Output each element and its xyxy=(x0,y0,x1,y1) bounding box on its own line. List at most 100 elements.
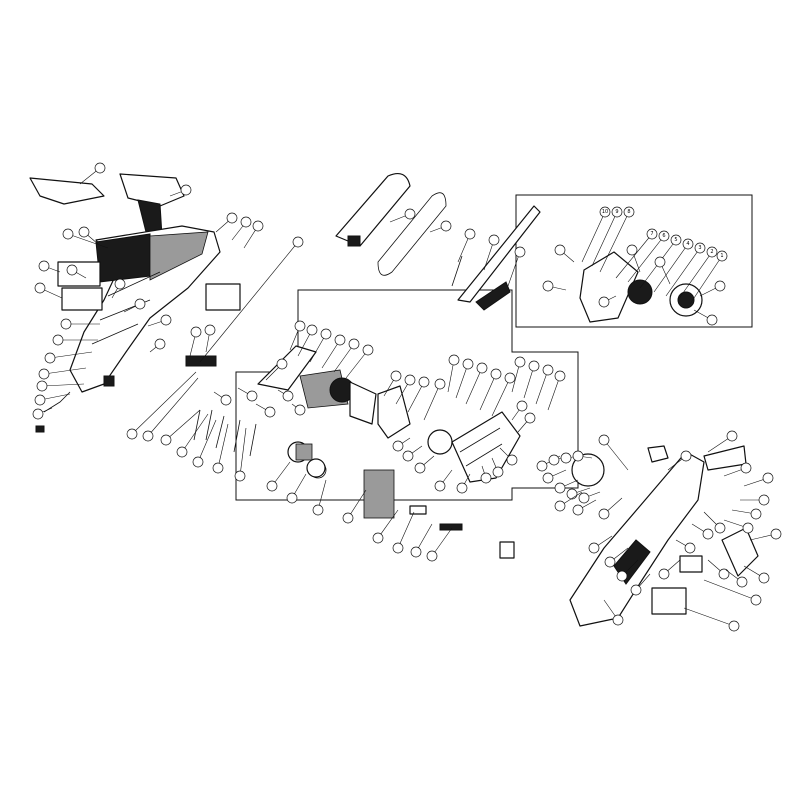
callout-bubble xyxy=(588,542,600,554)
callout-bubble xyxy=(38,368,50,380)
callout-bubble xyxy=(548,454,560,466)
callout-bubble xyxy=(154,338,166,350)
callout-leader xyxy=(677,251,713,301)
callout-leader xyxy=(377,509,399,539)
callout-bubble xyxy=(190,326,202,338)
callout-bubble xyxy=(599,206,611,218)
callout-bubble xyxy=(226,212,238,224)
callout-bubble xyxy=(418,376,430,388)
motor-assembly xyxy=(257,345,521,519)
callout-bubble xyxy=(598,508,610,520)
callout-bubble xyxy=(160,434,172,446)
callout-leader xyxy=(217,423,229,469)
callout-bubble xyxy=(706,246,718,258)
callout-leader xyxy=(447,359,455,393)
callout-number: 2 xyxy=(710,249,713,255)
callout-bubble xyxy=(658,230,670,242)
callout-bubble xyxy=(612,614,624,626)
callout-bubble xyxy=(372,532,384,544)
callout-number: 8 xyxy=(627,209,630,215)
callout-number: 1 xyxy=(720,253,723,259)
callout-number: 6 xyxy=(662,233,665,239)
callout-bubble xyxy=(264,406,276,418)
callout-leader xyxy=(239,427,247,477)
callout-leader xyxy=(431,527,453,557)
callout-leader xyxy=(67,233,109,249)
callout-bubble xyxy=(34,394,46,406)
callout-leader xyxy=(603,439,629,471)
callout-leader xyxy=(41,383,85,387)
callout-bubble xyxy=(62,228,74,240)
callout-bubble xyxy=(554,244,566,256)
callout-bubble xyxy=(536,460,548,472)
callout-bubble xyxy=(716,250,728,262)
callout-bubble xyxy=(180,184,192,196)
callout-leader xyxy=(165,409,201,441)
callout-leader xyxy=(507,251,521,287)
callout-bubble xyxy=(192,456,204,468)
callout-bubble xyxy=(770,528,782,540)
callout-bubble xyxy=(554,482,566,494)
callout-bubble xyxy=(626,244,638,256)
callout-bubble xyxy=(464,228,476,240)
callout-bubble xyxy=(60,318,72,330)
callout-bubble xyxy=(726,430,738,442)
callout-bubble xyxy=(542,472,554,484)
callout-bubble xyxy=(66,264,78,276)
callout-bubble xyxy=(362,344,374,356)
callout-bubble xyxy=(204,324,216,336)
callout-bubble xyxy=(94,162,106,174)
callout-bubble xyxy=(286,492,298,504)
callout-bubble xyxy=(306,324,318,336)
callout-leader xyxy=(523,365,535,399)
callout-bubble xyxy=(390,370,402,382)
callout-bubble xyxy=(142,430,154,442)
callout-bubble xyxy=(646,228,658,240)
callout-bubble xyxy=(758,494,770,506)
callout-bubble xyxy=(212,462,224,474)
callout-bubble xyxy=(234,470,246,482)
callout-bubble xyxy=(404,208,416,220)
callout-bubble xyxy=(506,454,518,466)
callout-number: 9 xyxy=(615,209,618,215)
callout-bubble xyxy=(504,372,516,384)
callout-bubble xyxy=(492,466,504,478)
callout-leader xyxy=(333,343,355,373)
callout-bubble xyxy=(572,504,584,516)
callout-leader xyxy=(397,511,415,549)
callout-bubble xyxy=(134,298,146,310)
callout-leader xyxy=(683,607,735,627)
callout-bubble xyxy=(78,226,90,238)
callout-bubble xyxy=(294,320,306,332)
callout-leader xyxy=(407,381,425,413)
callout-bubble xyxy=(758,572,770,584)
callout-leader xyxy=(43,367,87,375)
callout-bubble xyxy=(670,234,682,246)
callout-bubble xyxy=(480,472,492,484)
bar-and-chain xyxy=(335,173,541,311)
callout-bubble xyxy=(560,452,572,464)
callout-bubble xyxy=(252,220,264,232)
callout-bubble xyxy=(160,314,172,326)
callout-bubble xyxy=(514,356,526,368)
callout-bubble xyxy=(514,246,526,258)
callout-bubble xyxy=(706,314,718,326)
callout-bubble xyxy=(654,256,666,268)
callout-bubble xyxy=(392,542,404,554)
frame-sprocket-assembly xyxy=(515,194,753,328)
callout-bubble xyxy=(266,480,278,492)
callout-leader xyxy=(455,363,469,399)
callout-bubble xyxy=(750,594,762,606)
callout-bubble xyxy=(598,296,610,308)
callout-bubble xyxy=(52,334,64,346)
callout-bubble xyxy=(714,280,726,292)
callout-leader xyxy=(665,247,701,297)
callout-bubble xyxy=(38,260,50,272)
frame-motor-assembly xyxy=(235,289,579,501)
callout-bubble xyxy=(750,508,762,520)
callout-bubble xyxy=(598,434,610,446)
callout-bubble xyxy=(528,360,540,372)
callout-leader xyxy=(347,489,367,519)
callout-bubble xyxy=(604,556,616,568)
